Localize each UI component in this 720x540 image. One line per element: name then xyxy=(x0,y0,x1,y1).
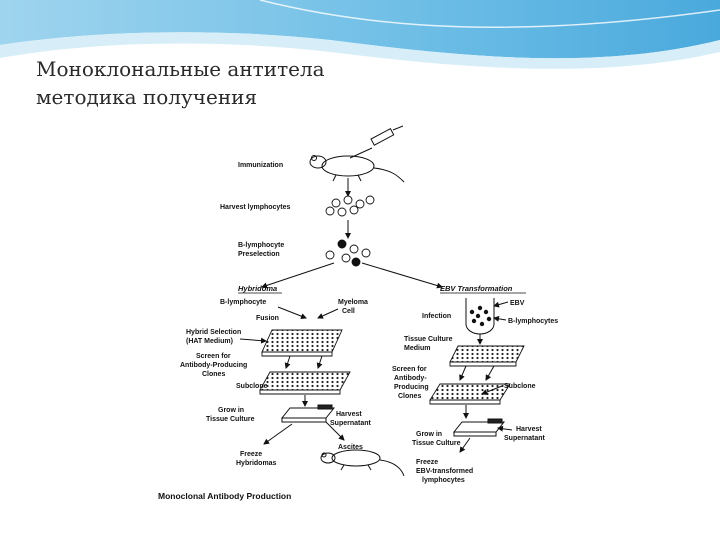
right-harvest-label-1: Harvest xyxy=(516,426,542,433)
hybrid-selection-label-1: Hybrid Selection xyxy=(186,329,241,336)
left-b-lymphocyte-label: B-lymphocyte xyxy=(220,299,266,306)
myeloma-label-1: Myeloma xyxy=(338,299,368,306)
preselection-label-1: B-lymphocyte xyxy=(238,242,284,249)
hybridoma-header: Hybridoma xyxy=(238,284,277,293)
left-subclone-label: Subclone xyxy=(236,383,268,390)
mouse-icon xyxy=(310,156,404,183)
freeze-ebv-label-2: EBV-transformed xyxy=(416,468,473,475)
freeze-hybridomas-label-1: Freeze xyxy=(240,451,262,458)
right-grow-label-2: Tissue Culture xyxy=(412,440,461,447)
diagram-caption: Monoclonal Antibody Production xyxy=(158,491,291,501)
tissue-culture-label-1: Tissue Culture xyxy=(404,336,453,343)
myeloma-label-2: Cell xyxy=(342,308,355,315)
right-screen-label-3: Producing xyxy=(394,384,429,391)
lymphocytes-cluster-icon xyxy=(326,196,374,216)
left-grow-label-1: Grow in xyxy=(218,407,244,414)
hybrid-selection-label-2: (HAT Medium) xyxy=(186,338,233,345)
ebv-label: EBV xyxy=(510,300,525,307)
left-harvest-label-1: Harvest xyxy=(336,411,362,418)
left-screen-label-2: Antibody-Producing xyxy=(180,362,247,369)
freeze-hybridomas-label-2: Hybridomas xyxy=(236,460,277,467)
b-lymphocytes-label: B-lymphocytes xyxy=(508,318,558,325)
culture-plate-icon xyxy=(262,330,342,356)
fusion-label: Fusion xyxy=(256,315,279,322)
test-tube-icon xyxy=(466,298,494,334)
syringe-icon xyxy=(350,126,403,158)
left-screen-label-1: Screen for xyxy=(196,353,231,360)
preselected-cells-icon xyxy=(326,240,370,266)
right-subclone-label: Subclone xyxy=(504,383,536,390)
left-harvest-label-2: Supernatant xyxy=(330,420,372,427)
right-harvest-label-2: Supernatant xyxy=(504,435,546,442)
immunization-label: Immunization xyxy=(238,162,283,169)
right-screen-label-1: Screen for xyxy=(392,366,427,373)
left-grow-label-2: Tissue Culture xyxy=(206,416,255,423)
branch-right-arrow xyxy=(362,263,442,287)
left-culture-flask-icon xyxy=(282,405,334,422)
preselection-label-2: Preselection xyxy=(238,251,280,258)
right-subclone-plate-icon xyxy=(430,384,510,404)
right-grow-label-1: Grow in xyxy=(416,431,442,438)
harvest-lymphocytes-label: Harvest lymphocytes xyxy=(220,204,291,211)
infection-label: Infection xyxy=(422,313,451,320)
right-screen-label-2: Antibody- xyxy=(394,375,427,382)
right-culture-plate-icon xyxy=(450,346,524,366)
right-culture-flask-icon xyxy=(454,419,504,436)
right-screen-label-4: Clones xyxy=(398,393,421,400)
freeze-ebv-label-3: lymphocytes xyxy=(422,477,465,484)
mouse-ascites-icon xyxy=(321,450,404,476)
ebv-transformation-header: EBV Transformation xyxy=(440,284,513,293)
tissue-culture-label-2: Medium xyxy=(404,345,430,352)
left-screen-label-3: Clones xyxy=(202,371,225,378)
freeze-ebv-label-1: Freeze xyxy=(416,459,438,466)
subclone-plate-icon xyxy=(260,372,350,394)
